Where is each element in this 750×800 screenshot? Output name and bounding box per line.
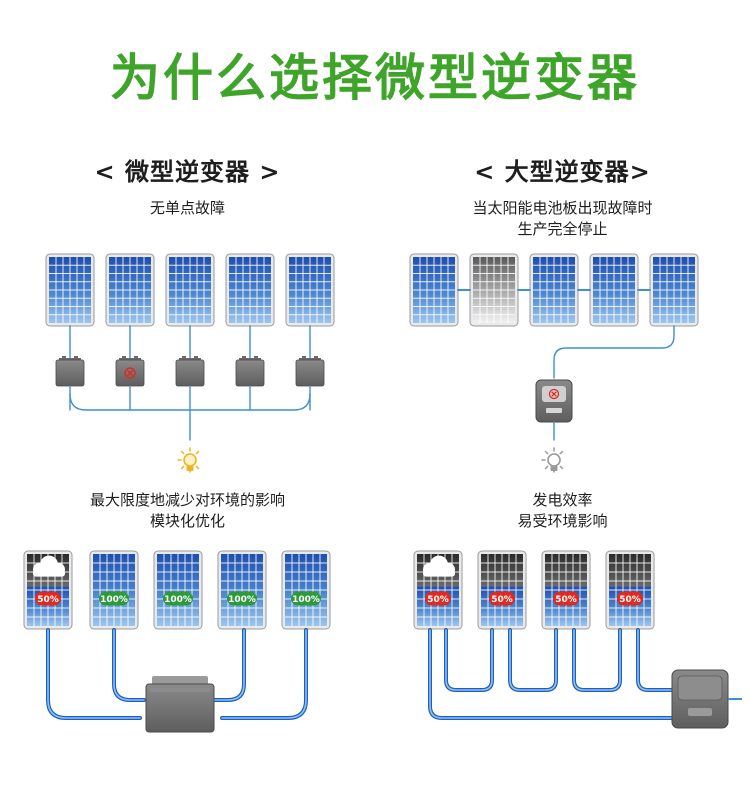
solar-panel: 100% [89,550,139,630]
solar-panel [105,253,155,327]
solar-panel: 50% [23,550,73,630]
output-badge [227,591,257,606]
solar-panel [469,253,519,327]
string-caption-bottom-line-1: 发电效率 [532,491,593,509]
micro-inverter-heading: < 微型逆变器 > [94,158,281,186]
solar-panel: 100% [153,550,203,630]
output-badge [425,591,451,606]
dc-cable [220,628,308,720]
output-badge [99,591,129,606]
micro-inverter [115,356,145,387]
central-string-inverter [671,669,742,729]
solar-panel: 50% [541,550,591,630]
output-badge [617,591,643,606]
central-micro-inverter [145,676,215,733]
output-percent-label: 50% [427,595,449,605]
dc-cable-highlight [221,629,307,719]
dc-cable [444,628,494,692]
micro-caption-top: 无单点故障 [0,198,375,219]
fault-icon [124,367,136,379]
dc-cable [112,628,146,702]
solar-panel: 100% [281,550,331,630]
micro-inverter [175,356,205,387]
solar-panel [589,253,639,327]
micro-caption-bottom-line-2: 模块化优化 [149,512,225,530]
output-percent-label: 50% [555,595,577,605]
output-percent-label: 50% [37,595,59,605]
dc-cable-highlight [211,629,245,701]
output-badge [553,591,579,606]
dc-cable-highlight [113,629,145,701]
dc-cable [508,628,558,692]
dc-cable-highlight [637,629,673,691]
output-badge [163,591,193,606]
solar-panel [649,253,699,327]
dc-cable-highlight [445,629,493,691]
cloud-icon [423,555,455,577]
micro-caption-top-line: 无单点故障 [149,199,225,217]
string-caption-bottom-line-2: 易受环境影响 [517,512,608,530]
lightbulb-off-icon [541,447,564,473]
solar-panel [285,253,335,327]
solar-panel: 100% [217,550,267,630]
solar-panel: 50% [605,550,655,630]
solar-panel [409,253,459,327]
string-caption-top: 当太阳能电池板出现故障时 生产完全停止 [375,198,750,240]
output-percent-label: 100% [100,595,128,605]
dc-cable-highlight [573,629,621,691]
page-title: 为什么选择微型逆变器 [110,49,640,107]
string-to-inverter-wire [553,325,675,379]
solar-panel [225,253,275,327]
cloud-icon [33,555,65,577]
dc-cable [46,628,142,720]
micro-inverter [235,356,265,387]
string-caption-top-line-2: 生产完全停止 [517,220,608,238]
output-badge [35,591,61,606]
output-percent-label: 100% [292,595,320,605]
micro-caption-bottom: 最大限度地减少对环境的影响 模块化优化 [0,490,375,532]
string-inverter-heading: < 大型逆变器> [474,158,651,186]
string-caption-top-line-1: 当太阳能电池板出现故障时 [472,199,653,217]
dc-cable [636,628,674,692]
solar-panel: 50% [477,550,527,630]
output-percent-label: 50% [491,595,513,605]
solar-panel [529,253,579,327]
output-badge [489,591,515,606]
micro-inverter [55,356,85,387]
dc-cable [210,628,246,702]
solar-panel: 50% [413,550,463,630]
output-percent-label: 100% [228,595,256,605]
fault-icon [548,388,560,400]
dc-cable-highlight [47,629,141,719]
string-caption-bottom: 发电效率 易受环境影响 [375,490,750,532]
lightbulb-on-icon [177,447,200,473]
micro-caption-bottom-line-1: 最大限度地减少对环境的影响 [89,491,285,509]
solar-panel [45,253,95,327]
output-percent-label: 50% [619,595,641,605]
dc-cable [428,628,674,720]
dc-cable-highlight [429,629,673,719]
micro-inverter [295,356,325,387]
dc-cable [572,628,622,692]
output-percent-label: 100% [164,595,192,605]
solar-panel [165,253,215,327]
string-inverter [535,379,573,423]
output-badge [291,591,321,606]
dc-cable-highlight [509,629,557,691]
